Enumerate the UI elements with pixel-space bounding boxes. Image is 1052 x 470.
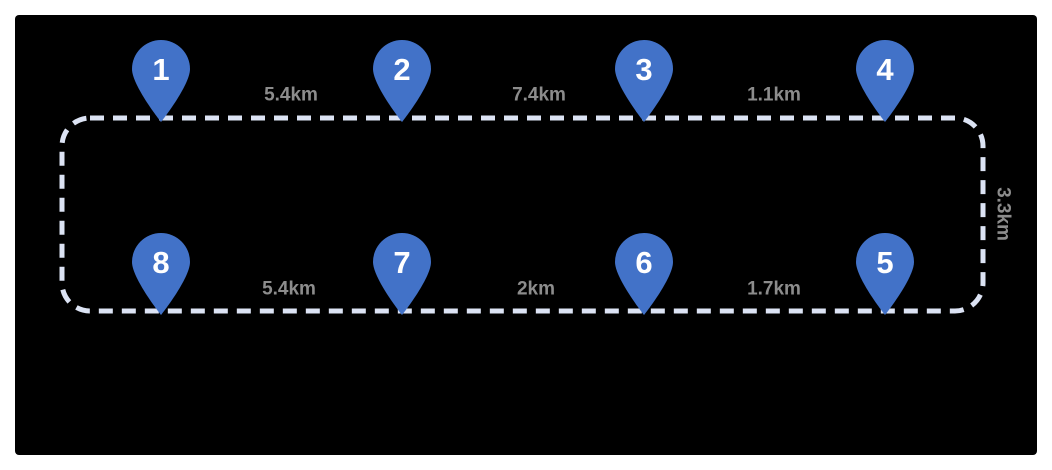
map-pin-icon <box>132 40 190 122</box>
map-pin-icon <box>373 233 431 315</box>
leg-distance-3-to-4: 1.1km <box>747 84 801 106</box>
stop-pin-label: 3 <box>635 51 653 87</box>
stop-pin-8[interactable]: 8 <box>128 229 194 315</box>
leg-distance-5-to-6: 1.7km <box>747 278 801 300</box>
map-pin-icon <box>615 40 673 122</box>
stop-pin-7[interactable]: 7 <box>369 229 435 315</box>
map-pin-icon <box>373 40 431 122</box>
stop-pin-label: 5 <box>876 244 894 280</box>
map-pin-icon <box>856 233 914 315</box>
stop-pin-label: 7 <box>393 244 411 280</box>
leg-distance-2-to-3: 7.4km <box>512 84 566 106</box>
map-pin-icon <box>615 233 673 315</box>
leg-distance-7-to-8: 5.4km <box>262 278 316 300</box>
map-pin-icon <box>856 40 914 122</box>
stop-pin-label: 2 <box>393 51 411 87</box>
stop-pin-label: 8 <box>152 244 170 280</box>
stop-pin-1[interactable]: 1 <box>128 36 194 122</box>
stop-pin-6[interactable]: 6 <box>611 229 677 315</box>
stop-pin-label: 1 <box>152 51 170 87</box>
map-pin-icon <box>132 233 190 315</box>
leg-distance-1-to-2: 5.4km <box>264 84 318 106</box>
leg-distance-6-to-7: 2km <box>516 278 556 300</box>
stop-pin-4[interactable]: 4 <box>852 36 918 122</box>
stop-pin-label: 4 <box>876 51 894 87</box>
stop-pin-label: 6 <box>635 244 653 280</box>
stop-pin-2[interactable]: 2 <box>369 36 435 122</box>
stop-pin-3[interactable]: 3 <box>611 36 677 122</box>
leg-distance-4-to-5: 3.3km <box>992 187 1014 241</box>
stop-pin-5[interactable]: 5 <box>852 229 918 315</box>
